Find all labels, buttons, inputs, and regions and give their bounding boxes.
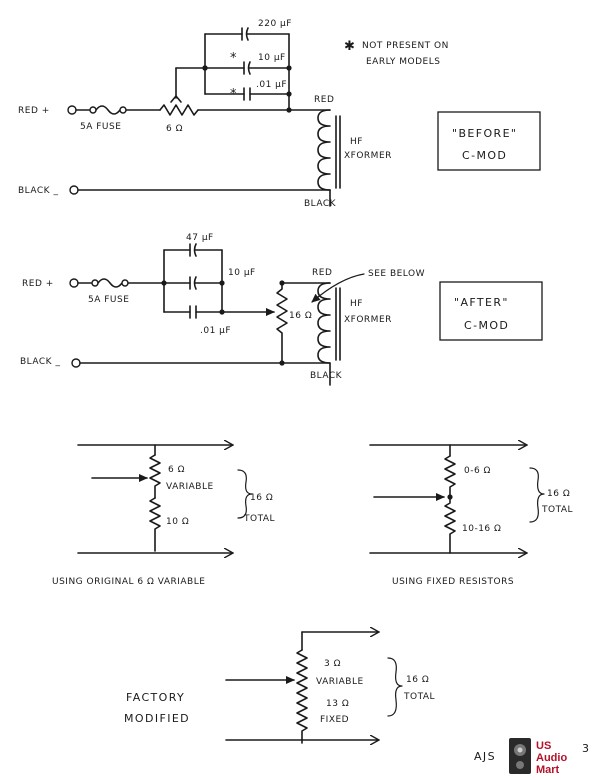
after-black-input-label: BLACK _ — [20, 357, 60, 367]
before-red-input-label: RED + — [18, 106, 50, 116]
before-note-line2: EARLY MODELS — [366, 57, 440, 67]
factory-label-line1: FACTORY — [126, 691, 185, 704]
factory-bottom-sub: FIXED — [320, 715, 349, 725]
before-box-title: "BEFORE" — [452, 127, 517, 140]
before-fuse-label: 5A FUSE — [80, 122, 121, 132]
before-xformer-line1: HF — [350, 137, 363, 147]
before-star-2: * — [230, 87, 238, 102]
footer-page-number: 3 — [582, 742, 590, 755]
original-top-value: 6 Ω — [168, 465, 185, 475]
before-red-out-label: RED — [314, 95, 334, 105]
logo-line1: US — [536, 740, 551, 752]
before-cap-10uf-label: 10 µF — [258, 53, 286, 63]
before-black-input-label: BLACK _ — [18, 186, 58, 196]
after-cap-47uf-label: 47 µF — [186, 233, 214, 243]
after-box-title: "AFTER" — [454, 296, 509, 309]
variant-factory-modified: 3 Ω VARIABLE 13 Ω FIXED 16 Ω TOTAL FACTO… — [124, 632, 435, 743]
after-pot-16ohm — [276, 282, 288, 364]
fixed-bottom-value: 10-16 Ω — [462, 524, 501, 534]
factory-label-line2: MODIFIED — [124, 712, 190, 725]
footer-signature: AJS — [474, 750, 496, 763]
before-star-1: * — [230, 51, 238, 66]
factory-top-value: 3 Ω — [324, 659, 341, 669]
after-xformer-coil — [317, 282, 331, 386]
after-black-terminal — [71, 358, 81, 368]
original-fixed-resistor — [149, 497, 161, 552]
after-xformer-line2: XFORMER — [344, 315, 392, 325]
original-total-brace — [237, 469, 253, 519]
factory-top-sub: VARIABLE — [316, 677, 364, 687]
after-red-out-label: RED — [312, 268, 332, 278]
logo-line2: Audio — [536, 752, 567, 764]
factory-total-brace — [387, 657, 403, 717]
variant-fixed-resistors: 0-6 Ω 10-16 Ω 16 Ω TOTAL USING FIXED RES… — [369, 445, 573, 587]
original-bottom-value: 10 Ω — [166, 517, 189, 527]
before-black-terminal — [69, 185, 79, 195]
usaudiomart-logo: US Audio Mart — [509, 738, 567, 776]
fixed-top-resistor — [444, 455, 456, 498]
before-xformer-coil — [317, 109, 331, 207]
original-caption: USING ORIGINAL 6 Ω VARIABLE — [52, 577, 205, 587]
after-see-below-label: SEE BELOW — [368, 269, 425, 279]
after-fuse-label: 5A FUSE — [88, 295, 129, 305]
original-total-label: TOTAL — [243, 514, 275, 524]
before-box-subtitle: C-MOD — [462, 149, 507, 162]
after-cmod-box — [439, 281, 543, 341]
original-total-value: 16 Ω — [250, 493, 273, 503]
logo-line3: Mart — [536, 764, 560, 776]
after-cap-01uf-label: .01 µF — [200, 326, 231, 336]
before-circuit: RED + 5A FUSE 6 Ω 220 µF — [18, 19, 541, 209]
original-variable-resistor — [149, 454, 161, 499]
factory-total-value: 16 Ω — [406, 675, 429, 685]
variant-original-6ohm: 6 Ω VARIABLE 10 Ω 16 Ω TOTAL USING ORIGI… — [52, 445, 275, 587]
before-cap-01uf-label: .01 µF — [256, 80, 287, 90]
before-black-out-label: BLACK — [304, 199, 337, 209]
fixed-bottom-resistor — [444, 496, 456, 554]
after-red-terminal — [69, 278, 79, 288]
before-cmod-box — [437, 111, 541, 171]
before-red-terminal — [67, 105, 77, 115]
before-note-star: ✱ — [344, 39, 356, 54]
after-circuit: RED + 5A FUSE 47 µF 10 µF .01 µF — [20, 233, 543, 386]
after-pot-label: 16 Ω — [289, 311, 312, 321]
before-pot-label: 6 Ω — [166, 124, 183, 134]
fixed-total-value: 16 Ω — [547, 489, 570, 499]
factory-bottom-value: 13 Ω — [326, 699, 349, 709]
after-box-subtitle: C-MOD — [464, 319, 509, 332]
factory-total-label: TOTAL — [403, 692, 435, 702]
before-cap-220uf-label: 220 µF — [258, 19, 292, 29]
fixed-caption: USING FIXED RESISTORS — [392, 577, 514, 587]
original-top-sub: VARIABLE — [166, 482, 214, 492]
before-note-line1: NOT PRESENT ON — [362, 41, 449, 51]
after-fuse — [91, 278, 129, 288]
before-pot — [159, 104, 199, 116]
factory-resistor — [296, 649, 308, 744]
footer: AJS US Audio Mart 3 — [474, 738, 590, 776]
before-fuse — [89, 105, 127, 115]
after-black-out-label: BLACK — [310, 371, 343, 381]
before-xformer-line2: XFORMER — [344, 151, 392, 161]
fixed-top-value: 0-6 Ω — [464, 466, 491, 476]
after-cap-10uf-label: 10 µF — [228, 268, 256, 278]
fixed-total-label: TOTAL — [541, 505, 573, 515]
after-red-input-label: RED + — [22, 279, 54, 289]
fixed-total-brace — [529, 467, 545, 523]
after-xformer-line1: HF — [350, 299, 363, 309]
